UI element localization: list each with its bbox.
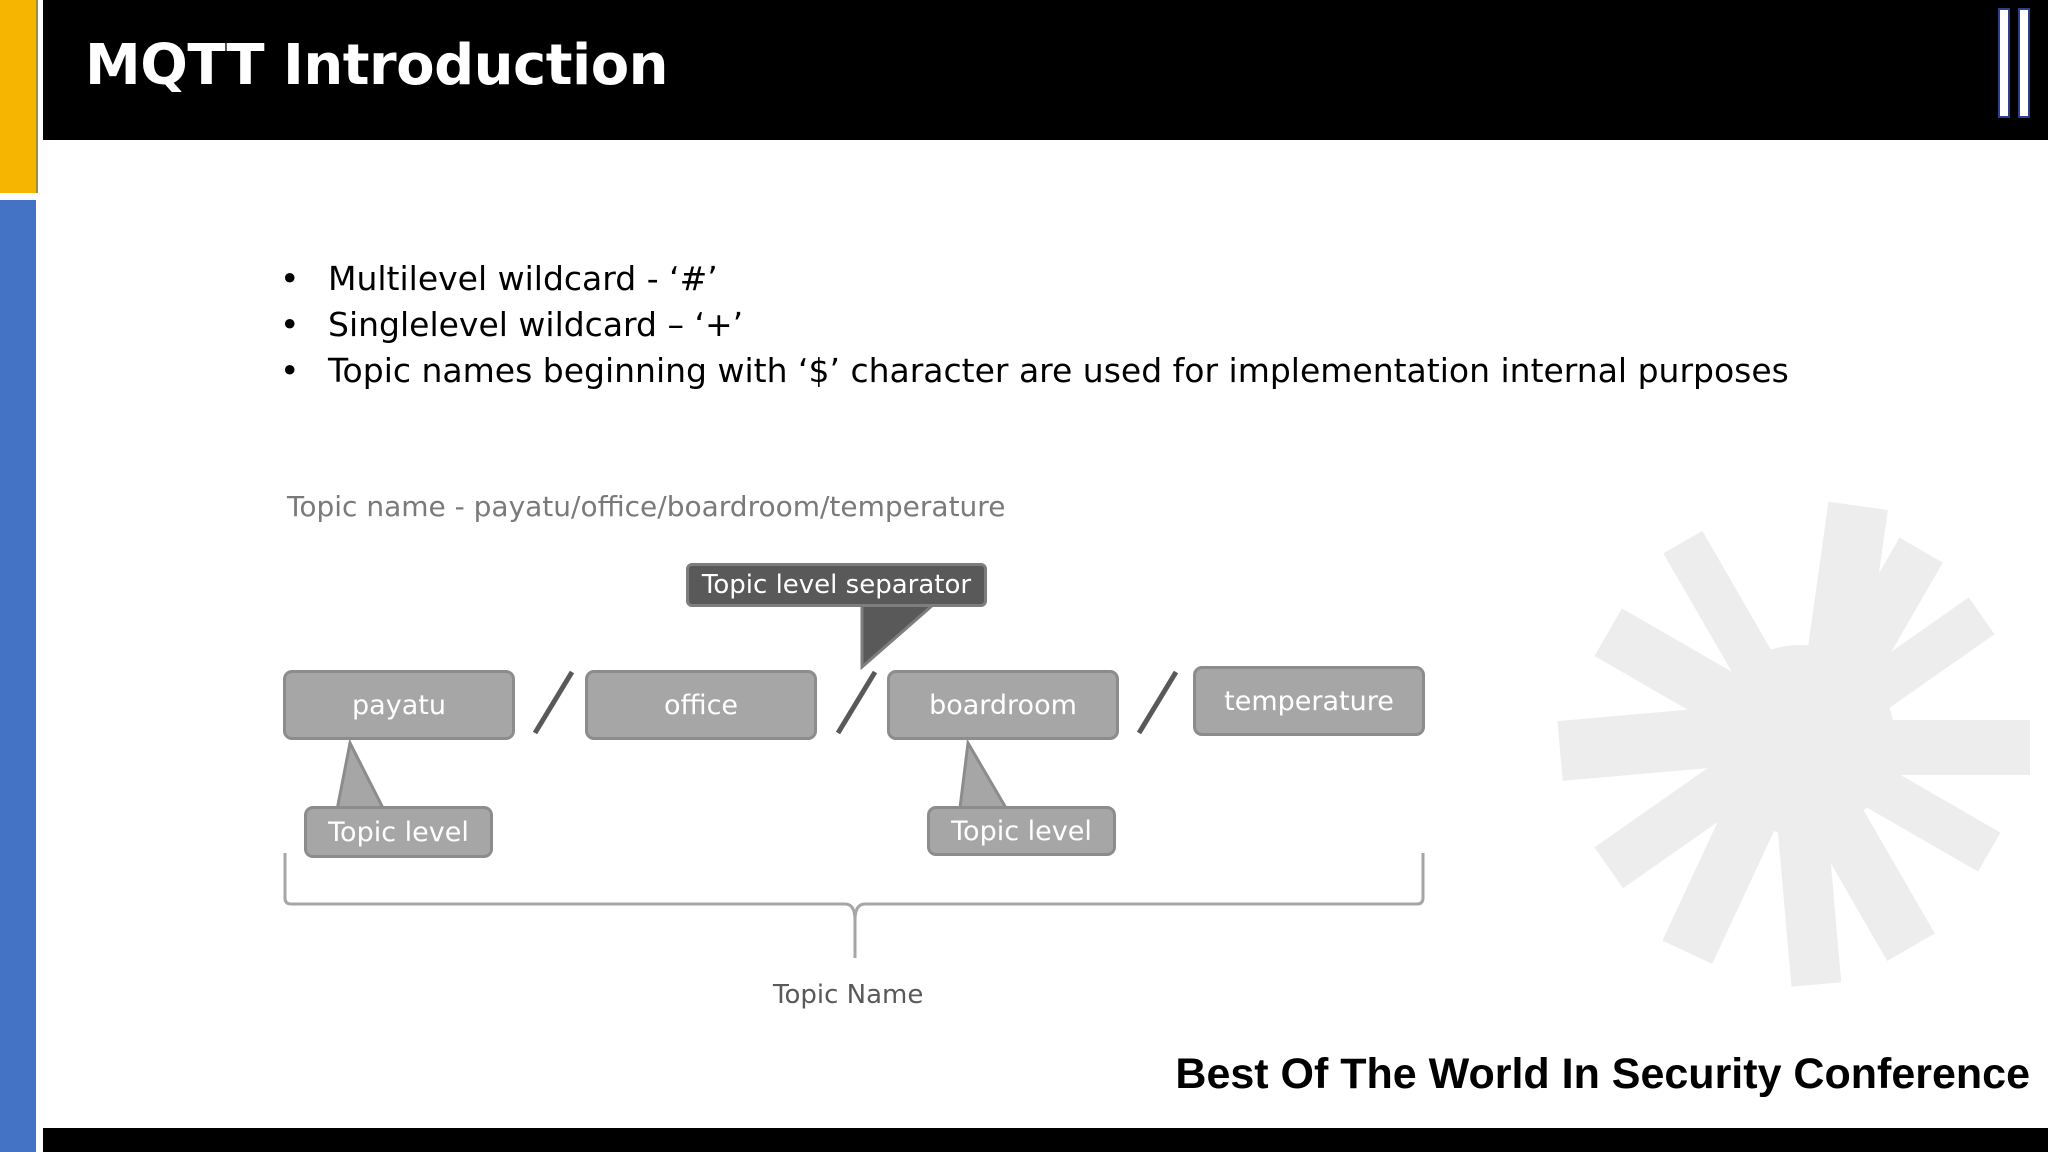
topic-level-box: payatu bbox=[283, 670, 515, 740]
bullet-item: Singlelevel wildcard – ‘+’ bbox=[280, 302, 1789, 348]
separator-slash bbox=[1136, 670, 1179, 735]
slide-header bbox=[43, 0, 2048, 140]
topic-name-label: Topic Name bbox=[773, 980, 924, 1010]
slide-title: MQTT Introduction bbox=[85, 33, 669, 98]
logo-bars-icon bbox=[1996, 8, 2036, 118]
accent-bar-blue bbox=[0, 200, 36, 1152]
topic-name-caption: Topic name - payatu/office/boardroom/tem… bbox=[287, 490, 1006, 523]
topic-level-box: boardroom bbox=[887, 670, 1119, 740]
bullet-item: Multilevel wildcard - ‘#’ bbox=[280, 256, 1789, 302]
level-callout-pointer bbox=[335, 738, 387, 812]
topic-name-bracket bbox=[283, 853, 1425, 958]
level-callout-pointer bbox=[958, 738, 1009, 810]
accent-bar-yellow bbox=[0, 0, 38, 193]
footer-bar bbox=[43, 1128, 2048, 1152]
topic-level-callout: Topic level bbox=[927, 806, 1116, 856]
topic-level-box: temperature bbox=[1193, 666, 1425, 736]
separator-callout: Topic level separator bbox=[686, 563, 987, 607]
separator-slash bbox=[532, 670, 575, 735]
bullet-item: Topic names beginning with ‘$’ character… bbox=[280, 348, 1789, 394]
city-skyline-watermark-icon bbox=[1557, 501, 2030, 987]
conference-footer-text: Best Of The World In Security Conference bbox=[1175, 1050, 2030, 1098]
separator-callout-pointer bbox=[860, 602, 938, 671]
topic-level-box: office bbox=[585, 670, 817, 740]
bullet-list: Multilevel wildcard - ‘#’ Singlelevel wi… bbox=[280, 256, 1789, 394]
separator-slash bbox=[835, 670, 878, 735]
topic-level-callout: Topic level bbox=[304, 806, 493, 858]
